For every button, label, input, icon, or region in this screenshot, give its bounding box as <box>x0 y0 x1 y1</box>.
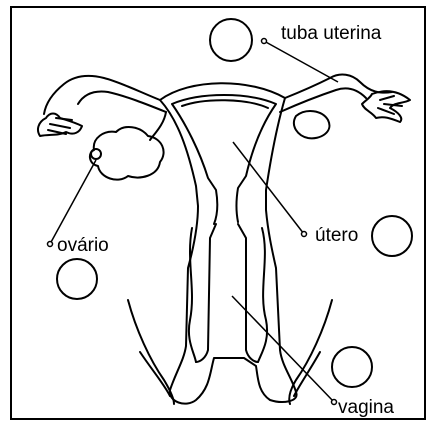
ovary-follicle <box>91 149 101 159</box>
label-vagina: vagina <box>338 398 394 417</box>
leg-left <box>128 300 174 404</box>
pointer-line-vagina <box>232 296 334 402</box>
answer-circle-vagina <box>332 347 372 387</box>
vaginal-canal-left <box>196 224 216 362</box>
pointer-dot-utero <box>302 232 307 237</box>
uterine-cavity <box>172 95 276 224</box>
right-ovary <box>294 111 330 138</box>
label-tuba-uterina: tuba uterina <box>281 24 381 43</box>
pointer-dot-vagina <box>332 400 337 405</box>
vaginal-wall-right <box>258 228 267 362</box>
left-tube <box>44 76 160 114</box>
vaginal-canal-right <box>238 224 258 362</box>
uterine-wall-inner <box>182 100 268 108</box>
pointer-line-tuba <box>264 41 338 82</box>
label-utero: útero <box>315 226 358 245</box>
answer-circle-tuba <box>210 19 252 61</box>
answer-circle-ovario <box>57 259 97 299</box>
pointer-dot-ovario <box>48 242 53 247</box>
pointer-line-ovario <box>50 160 96 244</box>
pointer-dot-tuba <box>262 39 267 44</box>
uterus-outline <box>160 83 297 403</box>
pointer-line-utero <box>233 142 304 234</box>
right-tube <box>285 75 392 98</box>
label-ovario: ovário <box>57 236 109 255</box>
answer-circle-utero <box>372 216 412 256</box>
